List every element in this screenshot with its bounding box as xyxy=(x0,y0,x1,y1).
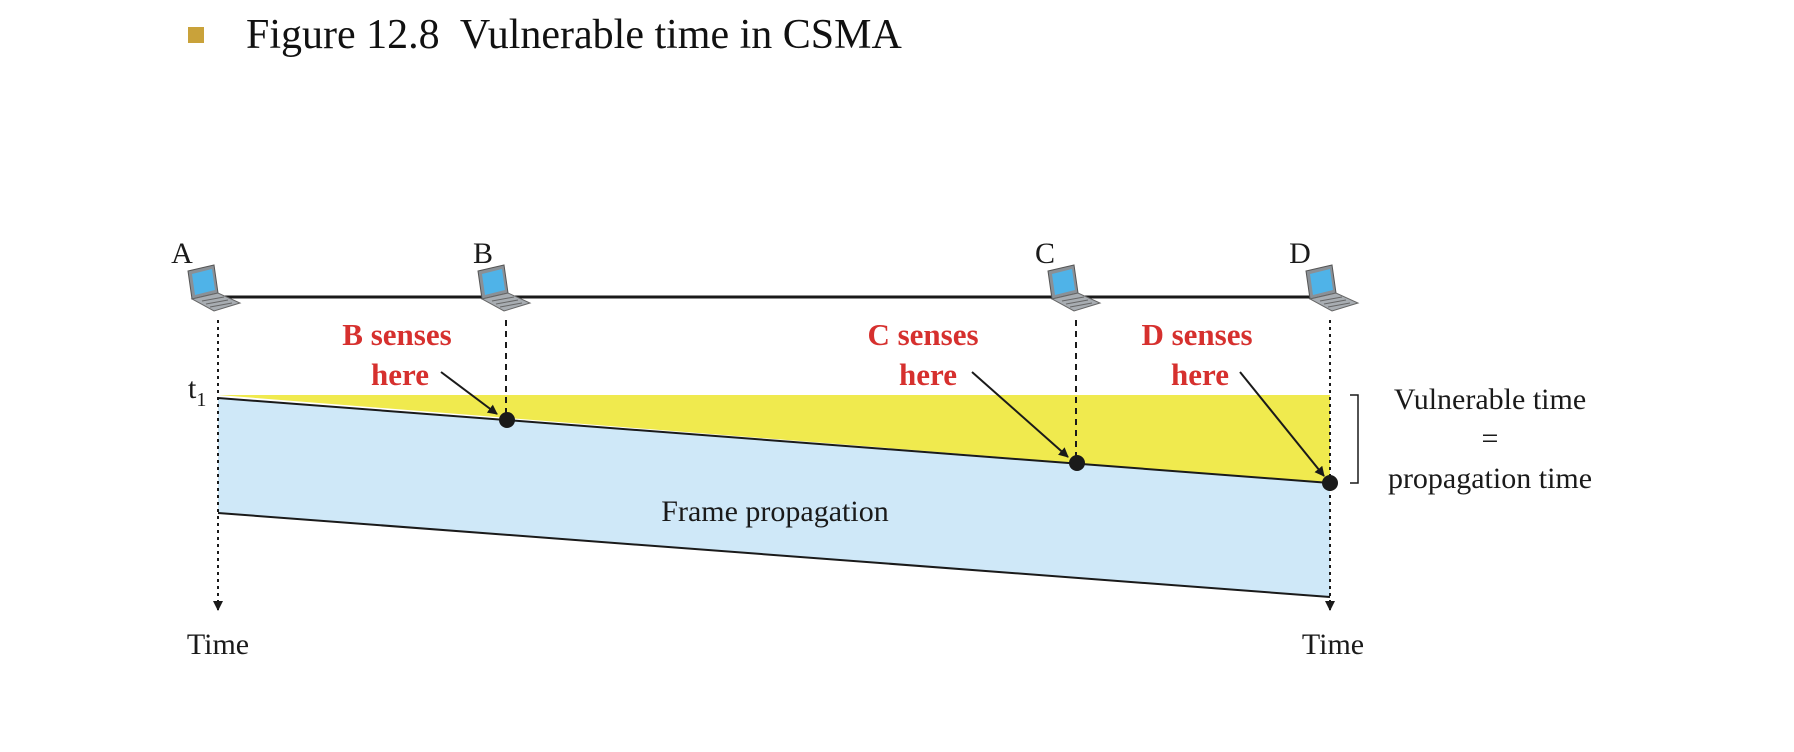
frame-trailing-edge xyxy=(217,512,1331,598)
t1-label: t1 xyxy=(188,372,206,411)
annotation-d: D senses here xyxy=(1141,317,1252,392)
arrow-b xyxy=(440,371,498,415)
laptop-icon xyxy=(1305,264,1359,312)
station-label-b: B xyxy=(473,237,493,270)
vulnerable-time-label: Vulnerable time = propagation time xyxy=(1388,383,1592,495)
time-label-a: Time xyxy=(187,628,249,661)
svg-text:here: here xyxy=(899,357,957,392)
svg-text:C senses: C senses xyxy=(867,317,978,352)
slide-header: Figure 12.8 Vulnerable time in CSMA xyxy=(188,4,902,66)
laptop-icon xyxy=(1047,264,1101,312)
svg-text:here: here xyxy=(371,357,429,392)
laptop-icon xyxy=(477,264,531,312)
svg-text:D senses: D senses xyxy=(1141,317,1252,352)
arrow-d xyxy=(1239,371,1325,477)
figure-title: Figure 12.8 Vulnerable time in CSMA xyxy=(246,12,902,58)
station-label-c: C xyxy=(1035,237,1055,270)
svg-text:Vulnerable time: Vulnerable time xyxy=(1394,383,1586,416)
svg-text:=: = xyxy=(1482,422,1499,455)
arrow-c xyxy=(971,371,1069,458)
time-label-d: Time xyxy=(1302,628,1364,661)
station-label-d: D xyxy=(1289,237,1311,270)
sense-point-c xyxy=(1069,455,1085,471)
title-bullet xyxy=(188,27,204,43)
vulnerable-bracket xyxy=(1350,394,1359,484)
frame-leading-edge xyxy=(217,397,1331,484)
frame-propagation-region xyxy=(218,398,1330,597)
annotation-c: C senses here xyxy=(867,317,978,392)
svg-text:here: here xyxy=(1171,357,1229,392)
svg-text:B senses: B senses xyxy=(342,317,451,352)
svg-text:propagation time: propagation time xyxy=(1388,462,1592,495)
laptop-icon xyxy=(187,264,241,312)
station-label-a: A xyxy=(171,237,193,270)
sense-point-b xyxy=(499,412,515,428)
sense-point-d xyxy=(1322,475,1338,491)
annotation-b: B senses here xyxy=(342,317,451,392)
frame-propagation-label: Frame propagation xyxy=(661,495,888,528)
